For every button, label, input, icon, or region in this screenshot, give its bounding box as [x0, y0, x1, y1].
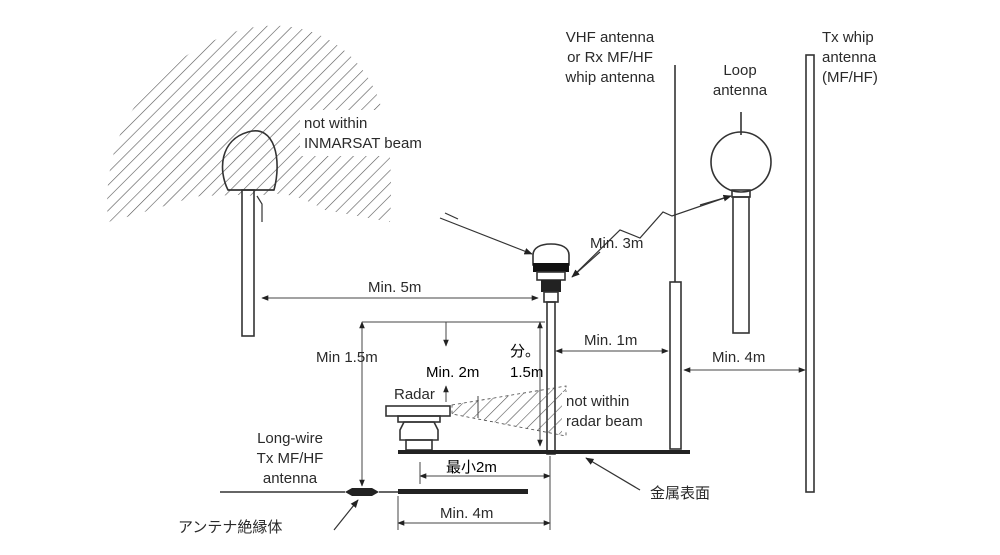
left-satellite-antenna [221, 130, 278, 337]
metal-surface-arrow [585, 457, 641, 491]
dim-min5-label: Min. 5m [368, 279, 421, 296]
dim-min3-zigzag [572, 195, 731, 277]
dim-min3-label: Min. 3m [590, 235, 643, 252]
dim-15-label: 1.5m [510, 364, 543, 381]
inmarsat-blocked-zone [107, 25, 392, 223]
inmarsat-label-1: not within [304, 115, 367, 132]
dim-min4-right-label: Min. 4m [712, 349, 765, 366]
longwire-label-2: Tx MF/HF [257, 450, 324, 467]
longwire-label-3: antenna [263, 470, 318, 487]
dim-saisho2-label: 最小2m [446, 459, 497, 476]
insulator-arrow [333, 499, 359, 531]
long-wire-antenna [220, 488, 528, 496]
vhf-label-1: VHF antenna [566, 29, 655, 46]
vhf-antenna [669, 65, 682, 450]
dim-min1-label: Min. 1m [584, 332, 637, 349]
dim-bun-label: 分。 [510, 343, 540, 360]
txwhip-label-1: Tx whip [822, 29, 874, 46]
radar-label-mask [562, 392, 662, 432]
dim-min2-label: Min. 2m [426, 364, 479, 381]
txwhip-label-2: antenna [822, 49, 877, 66]
vhf-label-3: whip antenna [564, 69, 655, 86]
dim-min4-bottom-label: Min. 4m [440, 505, 493, 522]
inmarsat-label-mask [300, 110, 448, 156]
radar [385, 405, 451, 451]
loop-label-1: Loop [723, 62, 756, 79]
radar-beam-label-1: not within [566, 393, 629, 410]
dim-min3-arrow-high [699, 194, 732, 206]
inmarsat-label-2: INMARSAT beam [304, 135, 422, 152]
antenna-pointer-tick [444, 212, 459, 220]
loop-label-2: antenna [713, 82, 768, 99]
radar-beam-label-2: radar beam [566, 413, 643, 430]
main-antenna [532, 243, 570, 455]
txwhip-label-3: (MF/HF) [822, 69, 878, 86]
radar-blocked-zone [451, 385, 567, 437]
tx-whip-antenna [805, 54, 815, 493]
metal-surface-label: 金属表面 [650, 485, 710, 502]
antenna-pointer-arrow [439, 217, 533, 255]
insulator-label: アンテナ絶縁体 [178, 519, 282, 536]
longwire-label-1: Long-wire [257, 430, 323, 447]
radar-label: Radar [394, 386, 435, 403]
dim-min15-left-label: Min 1.5m [316, 349, 378, 366]
vhf-label-2: or Rx MF/HF [567, 49, 653, 66]
loop-antenna [710, 112, 772, 334]
dim-min3-arrow-low [571, 251, 601, 278]
